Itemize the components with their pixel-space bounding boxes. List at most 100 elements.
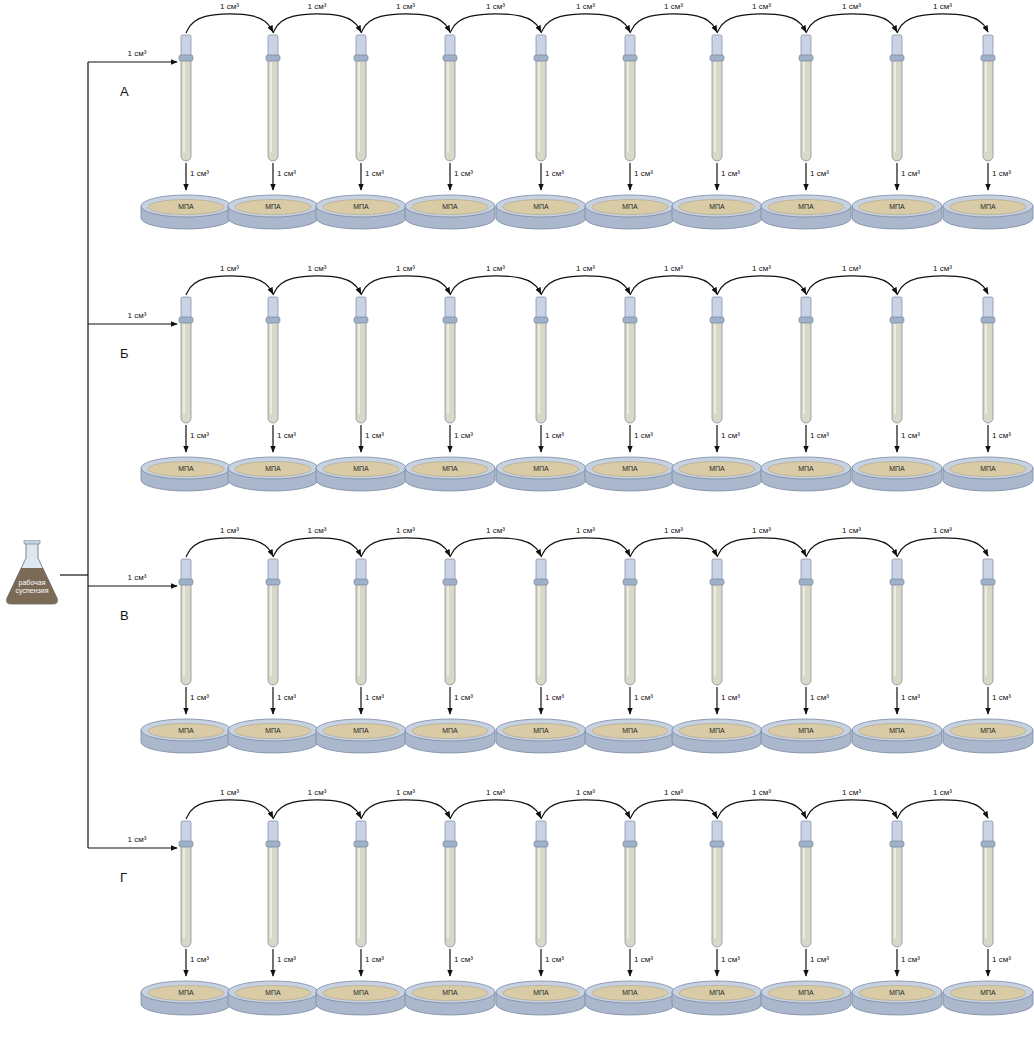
transfer-arrow xyxy=(88,585,177,586)
test-tube xyxy=(179,821,193,947)
volume-label: 1 см³ xyxy=(933,789,952,798)
petri-dish: МПА xyxy=(139,192,233,232)
transfer-arrow xyxy=(360,687,361,714)
volume-label: 1 см³ xyxy=(634,956,653,965)
transfer-arrow xyxy=(88,323,177,324)
test-tube xyxy=(179,35,193,161)
dish-outline xyxy=(670,978,764,1018)
medium-label: МПА xyxy=(850,989,944,997)
volume-label: 1 см³ xyxy=(486,527,505,536)
test-tube xyxy=(534,559,548,685)
transfer-arc xyxy=(806,14,897,33)
test-tube xyxy=(623,559,637,685)
medium-label: МПА xyxy=(941,727,1034,735)
transfer-arc xyxy=(897,276,988,295)
medium-label: МПА xyxy=(494,727,588,735)
volume-label: 1 см³ xyxy=(664,789,683,798)
transfer-arc xyxy=(361,276,450,295)
volume-label: 1 см³ xyxy=(486,789,505,798)
volume-label: 1 см³ xyxy=(634,170,653,179)
medium-label: МПА xyxy=(759,727,853,735)
transfer-arrow xyxy=(629,425,630,452)
volume-label: 1 см³ xyxy=(810,170,829,179)
row-letter: Б xyxy=(120,347,129,361)
dish-outline xyxy=(850,454,944,494)
volume-label: 1 см³ xyxy=(277,956,296,965)
row-letter: В xyxy=(120,609,129,623)
petri-dish: МПА xyxy=(403,192,497,232)
transfer-arrow xyxy=(716,425,717,452)
dish-outline xyxy=(670,454,764,494)
transfer-arc xyxy=(541,14,630,33)
transfer-arc xyxy=(717,276,806,295)
volume-label: 1 см³ xyxy=(365,170,384,179)
petri-dish: МПА xyxy=(403,716,497,756)
transfer-arrow xyxy=(896,687,897,714)
transfer-arc xyxy=(806,538,897,557)
petri-dish: МПА xyxy=(226,192,320,232)
volume-label: 1 см³ xyxy=(396,527,415,536)
transfer-arc xyxy=(361,14,450,33)
dish-outline xyxy=(850,192,944,232)
test-tube xyxy=(981,821,995,947)
volume-label: 1 см³ xyxy=(842,789,861,798)
transfer-arrow xyxy=(540,425,541,452)
flask: рабочая суспензия xyxy=(4,540,60,606)
petri-dish: МПА xyxy=(941,716,1034,756)
transfer-arc xyxy=(186,800,273,819)
transfer-arrow xyxy=(805,949,806,976)
transfer-arrow xyxy=(805,425,806,452)
dish-outline xyxy=(403,978,497,1018)
medium-label: МПА xyxy=(226,989,320,997)
volume-label: 1 см³ xyxy=(454,432,473,441)
test-tube xyxy=(266,297,280,423)
medium-label: МПА xyxy=(583,203,677,211)
volume-label: 1 см³ xyxy=(545,432,564,441)
test-tube xyxy=(710,35,724,161)
petri-dish: МПА xyxy=(850,192,944,232)
test-tube xyxy=(981,35,995,161)
volume-label: 1 см³ xyxy=(576,3,595,12)
volume-label: 1 см³ xyxy=(220,265,239,274)
test-tube xyxy=(443,297,457,423)
medium-label: МПА xyxy=(941,203,1034,211)
volume-label: 1 см³ xyxy=(721,170,740,179)
volume-label: 1 см³ xyxy=(721,432,740,441)
volume-label: 1 см³ xyxy=(128,574,147,583)
medium-label: МПА xyxy=(583,989,677,997)
transfer-arc xyxy=(717,538,806,557)
dilution-rows xyxy=(60,14,995,976)
petri-dish: МПА xyxy=(850,978,944,1018)
transfer-arc xyxy=(450,800,541,819)
volume-label: 1 см³ xyxy=(128,836,147,845)
transfer-arrow xyxy=(987,425,988,452)
volume-label: 1 см³ xyxy=(992,694,1011,703)
transfer-arc xyxy=(717,14,806,33)
test-tube xyxy=(799,35,813,161)
dish-outline xyxy=(314,454,408,494)
test-tube xyxy=(623,821,637,947)
test-tube xyxy=(981,297,995,423)
transfer-arrow xyxy=(88,61,177,62)
test-tube xyxy=(890,297,904,423)
volume-label: 1 см³ xyxy=(933,3,952,12)
dish-outline xyxy=(494,716,588,756)
test-tube xyxy=(179,559,193,685)
medium-label: МПА xyxy=(403,465,497,473)
petri-dish: МПА xyxy=(670,192,764,232)
volume-label: 1 см³ xyxy=(901,170,920,179)
transfer-arc xyxy=(541,276,630,295)
transfer-arc xyxy=(273,14,361,33)
volume-label: 1 см³ xyxy=(810,956,829,965)
volume-label: 1 см³ xyxy=(308,527,327,536)
volume-label: 1 см³ xyxy=(721,956,740,965)
test-tube xyxy=(799,821,813,947)
volume-label: 1 см³ xyxy=(308,789,327,798)
transfer-arrow xyxy=(185,687,186,714)
dish-outline xyxy=(670,192,764,232)
test-tube xyxy=(890,821,904,947)
dish-outline xyxy=(759,454,853,494)
petri-dish: МПА xyxy=(670,716,764,756)
medium-label: МПА xyxy=(670,727,764,735)
test-tube xyxy=(799,559,813,685)
